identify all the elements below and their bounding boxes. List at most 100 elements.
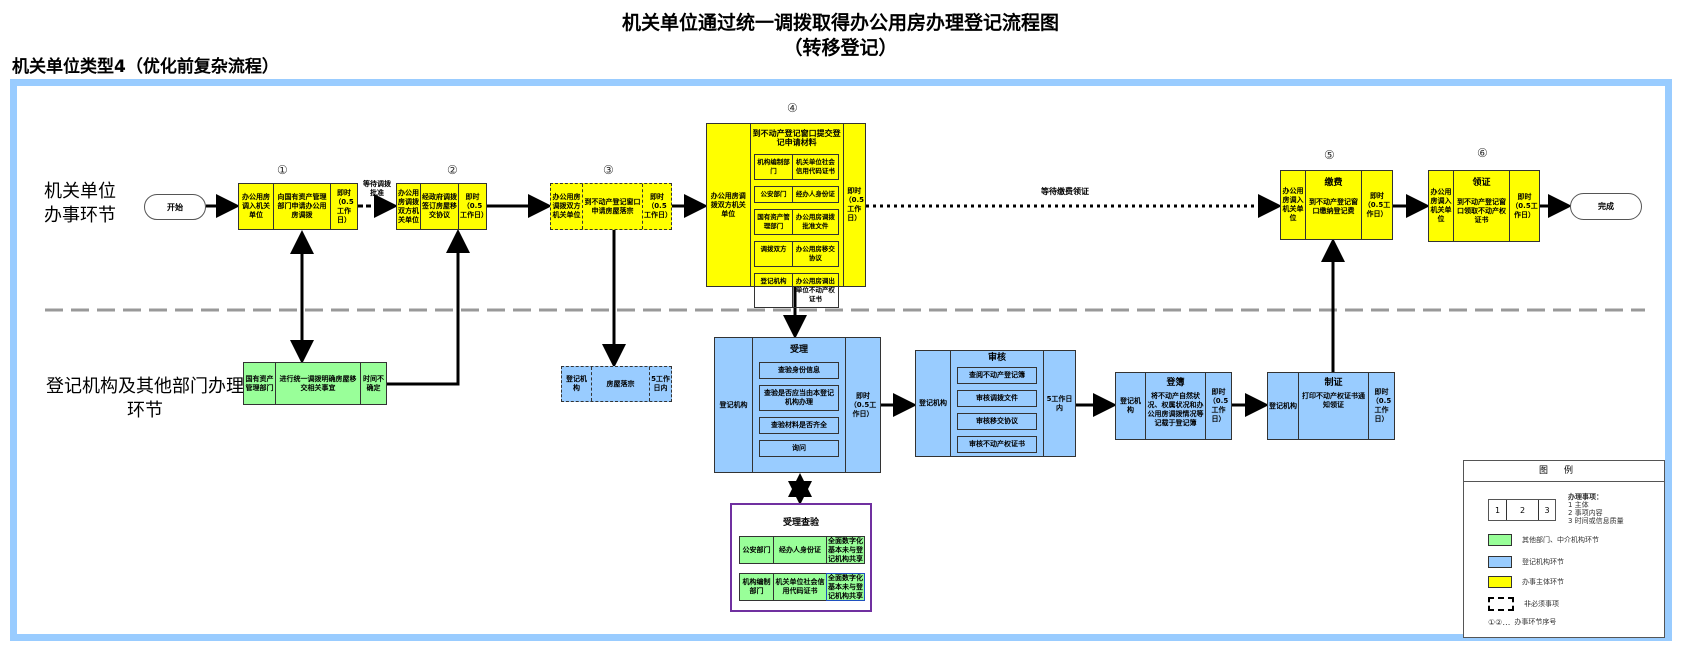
material-item: 经办人身份证 (795, 190, 835, 198)
material-item: 办公用房调拨批准文件 (795, 213, 835, 230)
subtitle: 机关单位类型4（优化前复杂流程） (12, 57, 279, 77)
record-content: 将不动产自然状况、权属状况和办公用房调拨情况等记载于登记簿 (1147, 392, 1204, 427)
step4-box: 办公用房调拨双方机关单位 到不动产登记窗口提交登记申请材料 机构编制部门机关单位… (706, 123, 866, 308)
step5-box: 办公用房调入机关单位 缴费 到不动产登记窗口缴纳登记费 即时（0.5工作日） (1280, 170, 1393, 240)
legend-cell: 2 (1507, 500, 1539, 520)
accept-items-cell: 受理 查验身份信息 查验是否应当由本登记机构办理 查验材料是否齐全 询问 (753, 338, 846, 472)
accept-box: 登记机构 受理 查验身份信息 查验是否应当由本登记机构办理 查验材料是否齐全 询… (714, 337, 881, 473)
record-content-cell: 登簿 将不动产自然状况、权属状况和办公用房调拨情况等记载于登记簿 (1146, 373, 1206, 439)
check-dept: 公安部门 (740, 537, 774, 563)
step2-time: 即时（0.5工作日） (460, 193, 488, 219)
step3-subject: 办公用房调拨双方机关单位 (551, 184, 583, 229)
blue-swatch (1488, 556, 1512, 568)
review-item: 审核移交协议 (957, 413, 1037, 430)
legend-yellow: 办事主体环节 (1488, 576, 1564, 588)
legend-cell: 1 (1489, 500, 1507, 520)
certify-box: 登记机构 制证 打印不动产权证书通知领证 即时（0.5工作日） (1267, 372, 1395, 440)
check-row: 公安部门 经办人身份证 全面数字化基本未与登记机构共享 (739, 536, 865, 564)
step-number-5: ⑤ (1324, 148, 1335, 162)
legend-line: 1 主体 (1568, 501, 1589, 509)
legend-items-desc: 办理事项： 1 主体 2 事项内容 3 时间或信息质量 (1568, 493, 1624, 525)
step6-subject: 办公用房调入机关单位 (1429, 171, 1454, 241)
step4-subject: 办公用房调拨双方机关单位 (707, 124, 751, 286)
material-row: 机构编制部门机关单位社会信用代码证书 (754, 154, 839, 180)
legend-heading: 办理事项： (1568, 493, 1603, 501)
step2-content: 经政府调拨签订房屋移交协议 (421, 184, 459, 229)
record-box: 登记机构 登簿 将不动产自然状况、权属状况和办公用房调拨情况等记载于登记簿 即时… (1115, 372, 1232, 440)
step3-box-optional: 办公用房调拨双方机关单位 到不动产登记窗口申请房屋落宗 即时（0.5工作日） (550, 183, 672, 230)
title-line2: （转移登记） (783, 37, 898, 59)
green-swatch (1488, 534, 1512, 546)
step-number-2: ② (447, 163, 458, 177)
step5-time: 即时（0.5工作日） (1363, 191, 1391, 218)
asset-dept-time: 时间不确定 (363, 374, 384, 392)
check-dept: 机构编制部门 (740, 574, 774, 600)
asset-dept-box: 国有资产管理部门 进行统一调拨明确房屋移交相关事宜 时间不确定 (243, 362, 387, 405)
asset-dept-subject: 国有资产管理部门 (244, 363, 276, 404)
legend-dashed: 非必须事项 (1488, 597, 1559, 611)
material-row: 登记机构办公用房调出单位不动产权证书 (754, 273, 839, 308)
legend-yellow-label: 办事主体环节 (1522, 578, 1564, 586)
step2-box: 办公用房调拨双方机关单位 经政府调拨签订房屋移交协议 即时（0.5工作日） (396, 183, 488, 230)
step-number-6: ⑥ (1477, 146, 1488, 160)
legend-green: 其他部门、中介机构环节 (1488, 534, 1599, 546)
material-row: 国有资产管理部门办公用房调拨批准文件 (754, 209, 839, 235)
step6-content: 到不动产登记窗口领取不动产权证书 (1457, 198, 1506, 224)
settle-box-optional: 登记机构 房屋落宗 5工作日内 (561, 366, 672, 402)
step5-content-cell: 缴费 到不动产登记窗口缴纳登记费 (1306, 171, 1362, 239)
legend-cell: 3 (1544, 505, 1550, 515)
certify-content-cell: 制证 打印不动产权证书通知领证 (1299, 373, 1369, 439)
acceptance-check-panel: 受理查验 公安部门 经办人身份证 全面数字化基本未与登记机构共享 机构编制部门 … (730, 503, 872, 612)
review-item: 审核不动产权证书 (957, 436, 1037, 453)
check-item: 机关单位社会信用代码证书 (774, 574, 827, 600)
material-dept: 国有资产管理部门 (755, 210, 793, 234)
review-subject: 登记机构 (916, 351, 951, 456)
review-item: 审核调拨文件 (957, 390, 1037, 407)
step1-content: 向国有资产管理部门申请办公用房调拨 (274, 184, 331, 229)
check-item: 经办人身份证 (774, 537, 827, 563)
step5-title: 缴费 (1324, 178, 1343, 188)
record-subject: 登记机构 (1116, 373, 1146, 439)
step-number-4: ④ (787, 101, 798, 115)
settle-subject: 登记机构 (562, 367, 592, 401)
title-line1: 机关单位通过统一调拨取得办公用房办理登记流程图 (621, 12, 1059, 34)
certify-time: 即时（0.5工作日） (1371, 388, 1392, 423)
step1-box: 办公用房调入机关单位 向国有资产管理部门申请办公用房调拨 即时（0.5工作日） (238, 183, 358, 230)
arrow-green-step2 (387, 229, 470, 386)
wait-fee-label: 等待缴费领证 (1041, 187, 1089, 196)
dashed-swatch (1488, 597, 1514, 611)
review-time: 5工作日内 (1046, 394, 1073, 412)
review-items-cell: 审核 查阅不动产登记簿 审核调拨文件 审核移交协议 审核不动产权证书 (951, 351, 1044, 456)
step3-content: 到不动产登记窗口申请房屋落宗 (583, 184, 643, 229)
step-number-3: ③ (603, 163, 614, 177)
step4-content: 到不动产登记窗口提交登记申请材料 (752, 129, 841, 147)
wait-approval-label: 等待调拨 批准 (363, 180, 391, 197)
settle-content: 房屋落宗 (592, 367, 650, 401)
legend-blue-label: 登记机构环节 (1522, 558, 1564, 566)
review-item: 查阅不动产登记簿 (957, 367, 1037, 384)
diagram-frame (10, 79, 1672, 641)
step2-subject: 办公用房调拨双方机关单位 (397, 184, 421, 229)
certify-title: 制证 (1324, 378, 1343, 388)
accept-item: 询问 (759, 440, 839, 457)
material-dept: 登记机构 (755, 274, 793, 307)
legend-blue: 登记机构环节 (1488, 556, 1564, 568)
accept-subject: 登记机构 (715, 338, 753, 472)
legend-line: 3 时间或信息质量 (1568, 517, 1624, 525)
settle-time: 5工作日内 (651, 375, 670, 392)
start-node: 开始 (144, 194, 206, 220)
step6-time: 即时（0.5工作日） (1511, 192, 1538, 219)
end-node: 完成 (1570, 193, 1642, 220)
legend-numbers-sample: ①②… (1488, 617, 1511, 627)
step6-content-cell: 领证 到不动产登记窗口领取不动产权证书 (1454, 171, 1510, 241)
record-title: 登簿 (1166, 378, 1185, 388)
accept-time: 即时（0.5工作日） (849, 391, 877, 418)
review-title: 审核 (987, 353, 1006, 363)
asset-dept-content: 进行统一调拨明确房屋移交相关事宜 (276, 363, 361, 404)
material-row: 调拨双方办公用房移交协议 (754, 241, 839, 267)
step1-subject: 办公用房调入机关单位 (239, 184, 274, 229)
legend-cells: 1 2 3 (1488, 499, 1556, 521)
material-item: 机关单位社会信用代码证书 (795, 158, 835, 175)
legend-title: 图例 (1464, 461, 1664, 482)
lane-label-registry: 登记机构及其他部门办理 环节 (46, 376, 244, 421)
